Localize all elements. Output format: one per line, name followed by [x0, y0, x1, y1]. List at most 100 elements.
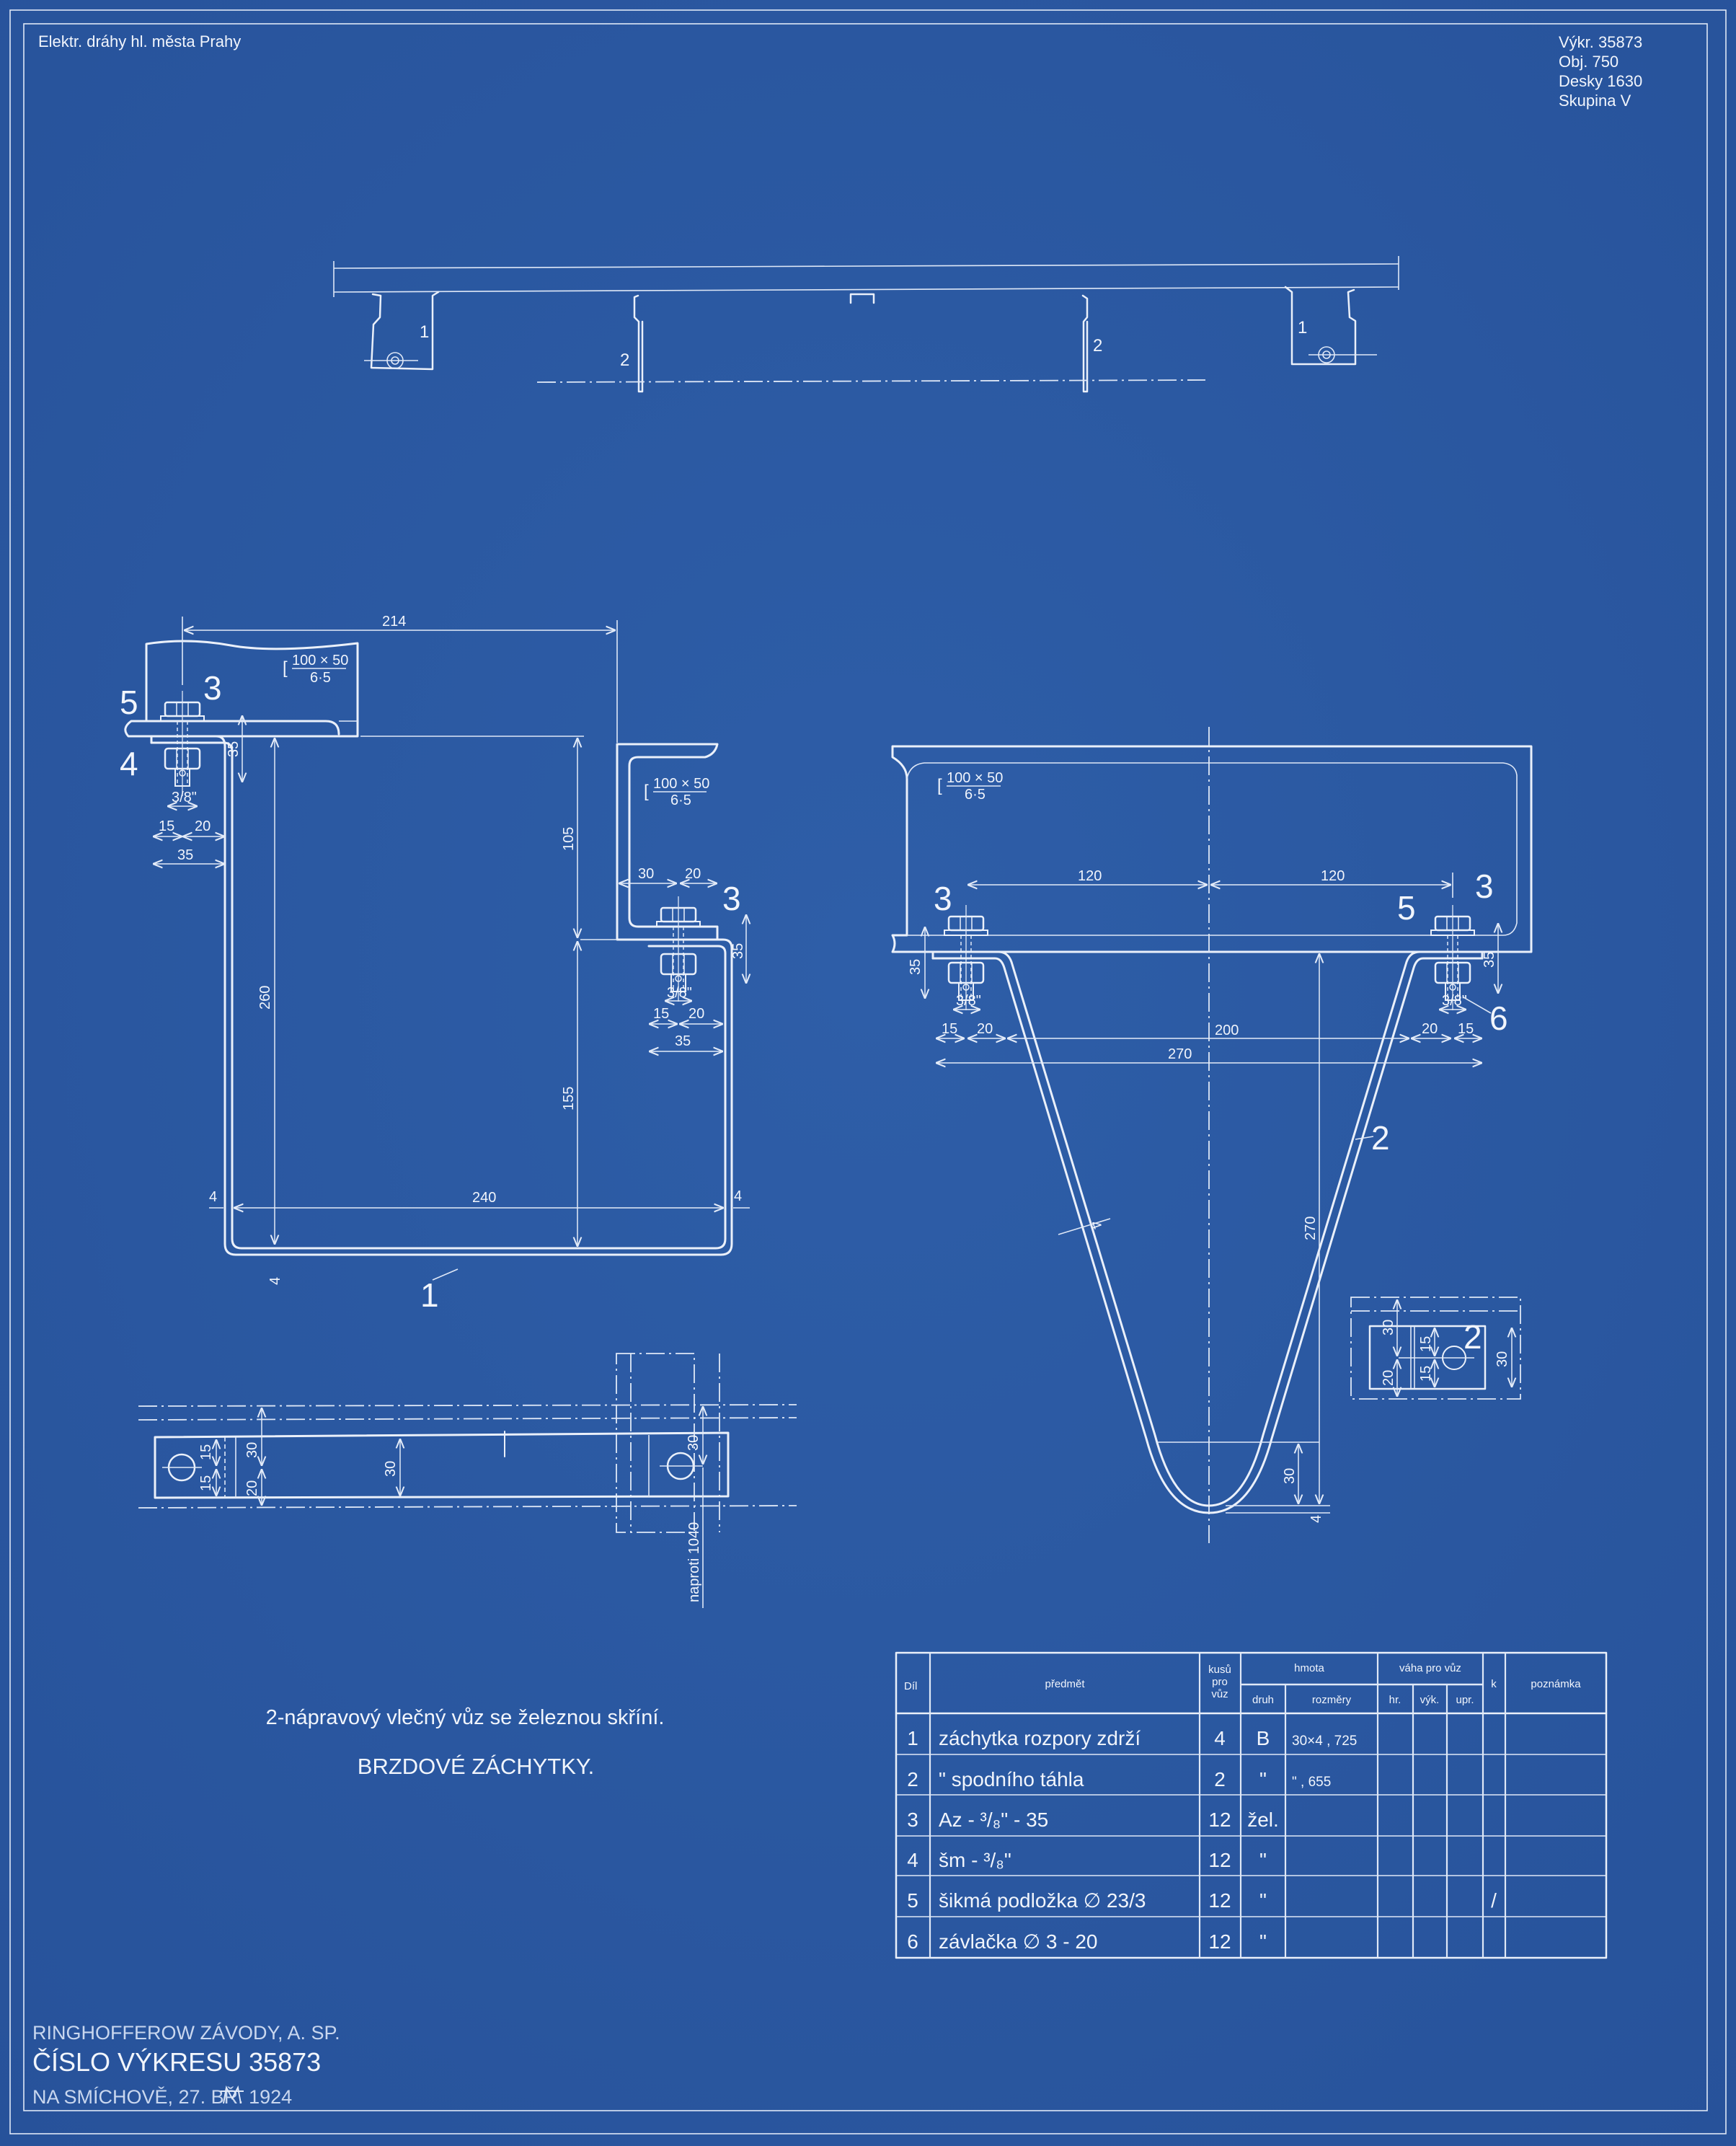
inner-border: [23, 23, 1708, 2111]
outer-border: [9, 9, 1727, 2134]
part-label: 3: [203, 669, 222, 707]
dimension-label: 270: [1168, 1046, 1192, 1062]
part-label: 6: [1489, 999, 1508, 1037]
svg-text:[: [: [283, 658, 288, 678]
part-label: 1: [420, 1276, 439, 1314]
dimension-label: 20: [688, 1006, 704, 1022]
dimension-label: 30: [1282, 1468, 1298, 1484]
dimension-label: 35: [675, 1033, 691, 1049]
table-cell-k: /: [1491, 1889, 1497, 1912]
part-label: 2: [1371, 1119, 1390, 1157]
dimension-label: 260: [257, 986, 273, 1010]
dimension-label: 155: [561, 1087, 577, 1110]
table-cell-part: 4: [907, 1849, 918, 1871]
dimension-label: 35: [908, 959, 924, 975]
company-name: RINGHOFFEROW ZÁVODY, A. SP.: [32, 2022, 340, 2044]
part-label: 2: [620, 350, 629, 370]
dimension-label: 270: [1303, 1216, 1319, 1240]
svg-text:100 × 50: 100 × 50: [947, 770, 1003, 786]
dimension-label: 20: [244, 1480, 260, 1496]
svg-text:k: k: [1491, 1678, 1497, 1690]
svg-text:pro: pro: [1212, 1676, 1228, 1688]
svg-text:poznámka: poznámka: [1531, 1678, 1581, 1690]
channel-spec: [ 100 × 50 6·5: [937, 770, 1003, 803]
note-label: naproti 1040: [686, 1522, 702, 1602]
table-cell-part: 1: [907, 1727, 918, 1749]
header-title: Elektr. dráhy hl. města Prahy: [38, 32, 241, 50]
part-label: 3: [934, 880, 952, 917]
table-cell-part: 6: [907, 1930, 918, 1953]
svg-text:druh: druh: [1252, 1694, 1274, 1706]
dimension-label: 35: [177, 847, 193, 863]
svg-text:upr.: upr.: [1456, 1694, 1474, 1706]
part-label: 4: [120, 745, 138, 782]
drawing-info-block: Výkr. 35873 Obj. 750 Desky 1630 Skupina …: [1559, 33, 1642, 110]
table-cell-kind: ": [1259, 1849, 1267, 1871]
table-cell-item: Az - ³/₈" - 35: [939, 1809, 1048, 1831]
dimension-label: 30: [1381, 1320, 1396, 1335]
drawing-subtitle: 2-nápravový vlečný vůz se železnou skřín…: [266, 1706, 665, 1729]
info-line: Výkr. 35873: [1559, 33, 1642, 51]
dimension-label: 15: [198, 1444, 214, 1460]
svg-text:[: [: [937, 776, 942, 795]
dimension-label: 214: [382, 614, 406, 630]
left-side-view: [ 100 × 50 6·5 [ 100 × 50 6·5: [120, 614, 750, 1314]
dimension-label: 15: [198, 1475, 214, 1491]
svg-text:váha pro vůz: váha pro vůz: [1399, 1662, 1461, 1674]
dimension-label: 3/8": [172, 790, 197, 805]
dimension-label: 30: [638, 866, 654, 882]
part-label: 1: [420, 322, 429, 342]
svg-text:vůz: vůz: [1211, 1688, 1228, 1700]
svg-text:6·5: 6·5: [965, 787, 986, 803]
dimension-label: 35: [730, 943, 746, 959]
svg-text:výk.: výk.: [1420, 1694, 1440, 1706]
svg-text:6·5: 6·5: [670, 792, 691, 808]
dimension-label: 35: [226, 741, 242, 757]
table-cell-part: 5: [907, 1889, 918, 1912]
table-cell-size: " , 655: [1292, 1775, 1331, 1790]
channel-spec: [ 100 × 50 6·5: [283, 653, 348, 686]
svg-text:6·5: 6·5: [310, 670, 331, 686]
dimension-label: 200: [1215, 1023, 1239, 1038]
dimension-label: 15: [942, 1021, 957, 1037]
dimension-label: 30: [383, 1461, 399, 1477]
table-cell-qty: 12: [1208, 1849, 1231, 1871]
dimension-label: 3/8": [956, 993, 981, 1009]
svg-text:Díl: Díl: [904, 1680, 917, 1692]
table-cell-part: 3: [907, 1809, 918, 1831]
dimension-label: 20: [1381, 1370, 1396, 1386]
svg-text:rozměry: rozměry: [1312, 1694, 1352, 1706]
table-cell-kind: ": [1259, 1889, 1267, 1912]
table-cell-qty: 12: [1208, 1930, 1231, 1953]
dimension-label: 20: [1422, 1021, 1438, 1037]
dimension-label: 15: [653, 1006, 669, 1022]
table-cell-qty: 12: [1208, 1889, 1231, 1912]
table-cell-qty: 4: [1214, 1727, 1226, 1749]
top-elevation-view: 1 2 2 1: [333, 256, 1399, 393]
part-label: 2: [1463, 1318, 1482, 1356]
dimension-label: 3/8": [1442, 993, 1467, 1009]
dimension-label: 15: [159, 818, 174, 834]
dimension-label: 30: [686, 1435, 701, 1451]
dimension-label: 120: [1078, 868, 1102, 884]
table-cell-qty: 2: [1214, 1768, 1226, 1790]
part-label: 2: [1093, 336, 1102, 356]
dimension-label: 20: [195, 818, 211, 834]
svg-text:100 × 50: 100 × 50: [292, 653, 348, 668]
dimension-label: 4: [1308, 1515, 1324, 1523]
table-cell-item: záchytka rozpory zdrží: [939, 1727, 1141, 1749]
part-label: 1: [1298, 318, 1307, 337]
dimension-label: 105: [561, 827, 577, 851]
table-cell-kind: ": [1259, 1768, 1267, 1790]
parts-table: Díl předmět kusů pro vůz hmota druh rozm…: [895, 1651, 1608, 1959]
table-cell-part: 2: [907, 1768, 918, 1790]
svg-text:hr.: hr.: [1389, 1694, 1401, 1706]
dimension-label: 20: [977, 1021, 993, 1037]
table-cell-kind: žel.: [1247, 1809, 1279, 1831]
svg-text:[: [: [644, 782, 649, 801]
